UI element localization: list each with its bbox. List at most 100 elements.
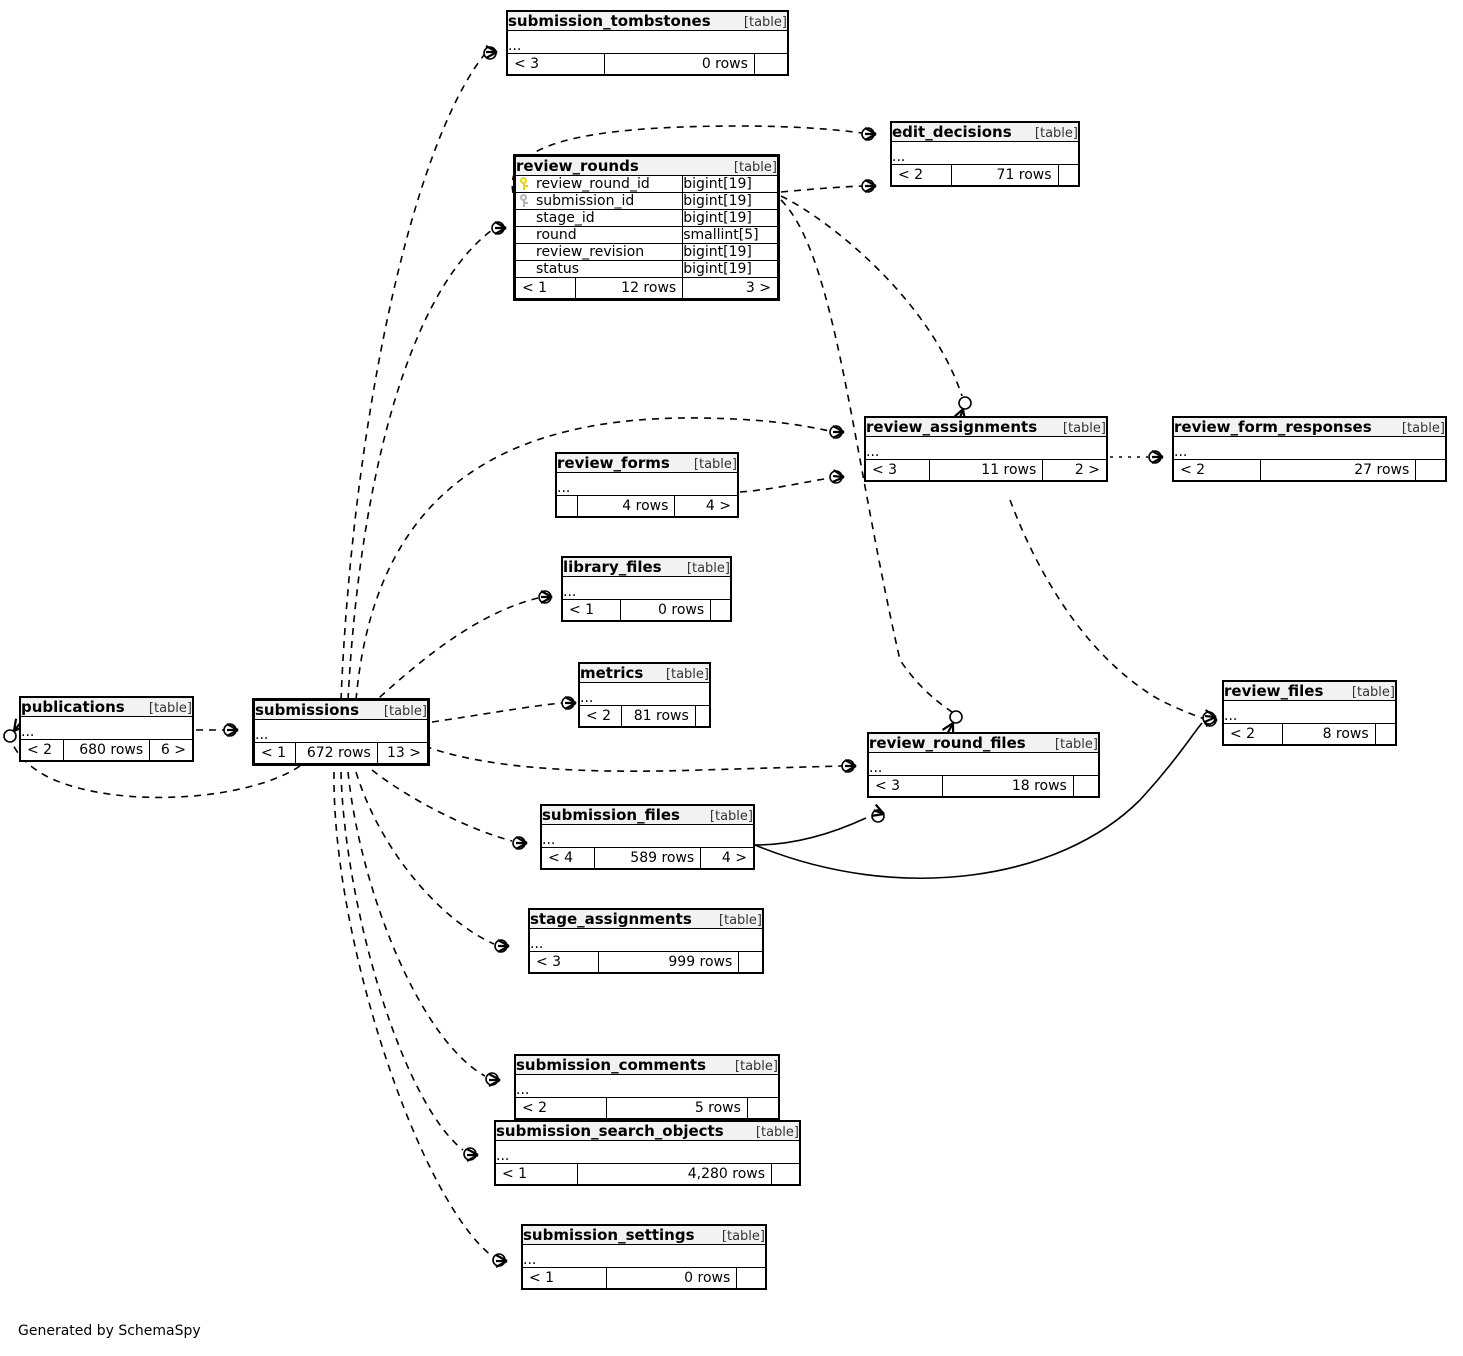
footer-row-count: 0 rows [620,599,712,621]
footer-parents-count: < 2 [1222,723,1284,745]
table-name: submissions [255,701,360,719]
table-type-tag: [table] [733,160,777,175]
footer-parents-count: < 2 [515,1097,607,1119]
footer-row-count: 680 rows [62,739,151,761]
table-type-tag: [table] [665,667,709,682]
table-title-row: review_rounds[table] [515,156,778,176]
table-type-tag: [table] [734,1059,778,1074]
table-name: review_forms [557,454,670,472]
column-type: bigint[19] [682,260,778,278]
table-columns-collapsed-row: ... [254,719,428,743]
collapsed-columns-ellipsis: ... [515,1074,779,1098]
footer-row-count: 8 rows [1282,723,1376,745]
table-name: submission_settings [523,1226,695,1244]
footer-parents-count: < 2 [1173,459,1261,481]
table-name: review_files [1224,682,1324,700]
collapsed-columns-ellipsis: ... [522,1244,766,1268]
column-name: status [536,261,580,277]
collapsed-columns-ellipsis: ... [1223,700,1396,724]
table-type-tag: [table] [686,561,730,576]
table-title-row: review_forms[table] [556,453,738,473]
table-columns-collapsed-row: ... [495,1140,800,1164]
table-title-row: publications[table] [20,697,193,717]
column-name: review_round_id [536,176,650,192]
footer-parents-count: < 2 [579,705,622,727]
table-columns-collapsed-row: ... [868,752,1099,776]
footer-children-count [771,1163,800,1185]
table-name: submission_files [542,806,680,824]
table-type-tag: [table] [743,15,787,30]
table-columns-collapsed-row: ... [865,436,1107,460]
table-column-row: status bigint[19] [514,260,778,278]
table-title-row: review_form_responses[table] [1173,417,1446,437]
table-type-tag: [table] [1351,685,1395,700]
table-columns-collapsed-row: ... [891,141,1079,165]
collapsed-columns-ellipsis: ... [868,752,1099,776]
footer-parents-count: < 3 [528,951,600,973]
footer-parents-count: < 1 [561,599,622,621]
table-title-row: submissions [table] [254,700,428,720]
footer-parents-count: < 3 [507,53,605,75]
table-columns-collapsed-row: ... [562,576,731,600]
footer-children-count [738,951,763,973]
collapsed-columns-ellipsis: ... [556,472,738,496]
collapsed-columns-ellipsis: ... [529,928,763,952]
table-type-tag: [table] [1034,126,1078,141]
table-columns-collapsed-row: ... [579,682,710,706]
footer-row-count: 999 rows [598,951,740,973]
column-type: bigint[19] [682,192,778,210]
footer-children-count: 2 > [1042,459,1107,481]
footer-row-count: 0 rows [605,1267,738,1289]
table-name: publications [21,698,125,716]
column-name: review_revision [536,244,645,260]
footer-children-count [753,53,789,75]
footer-children-count [694,705,711,727]
footer-children-count [1057,164,1080,186]
footer-credit: Generated by SchemaSpy [18,1323,201,1339]
table-columns-collapsed-row: ... [541,824,754,848]
table-columns-collapsed-row: ... [556,472,738,496]
footer-children-count [746,1097,780,1119]
table-name: review_form_responses [1174,418,1372,436]
table-title-row: submission_search_objects[table] [495,1121,800,1141]
footer-children-count [1374,723,1397,745]
table-type-tag: [table] [383,704,427,719]
footer-children-count [1415,459,1446,481]
table-title-row: review_round_files[table] [868,733,1099,753]
table-columns-collapsed-row: ... [1173,436,1446,460]
footer-parents-count: < 1 [522,1267,607,1289]
table-name: submission_search_objects [496,1122,724,1140]
table-name: review_round_files [869,734,1026,752]
table-title-row: submission_comments[table] [515,1055,779,1075]
table-title-row: edit_decisions[table] [891,122,1079,142]
table-title-row: submission_files[table] [541,805,754,825]
